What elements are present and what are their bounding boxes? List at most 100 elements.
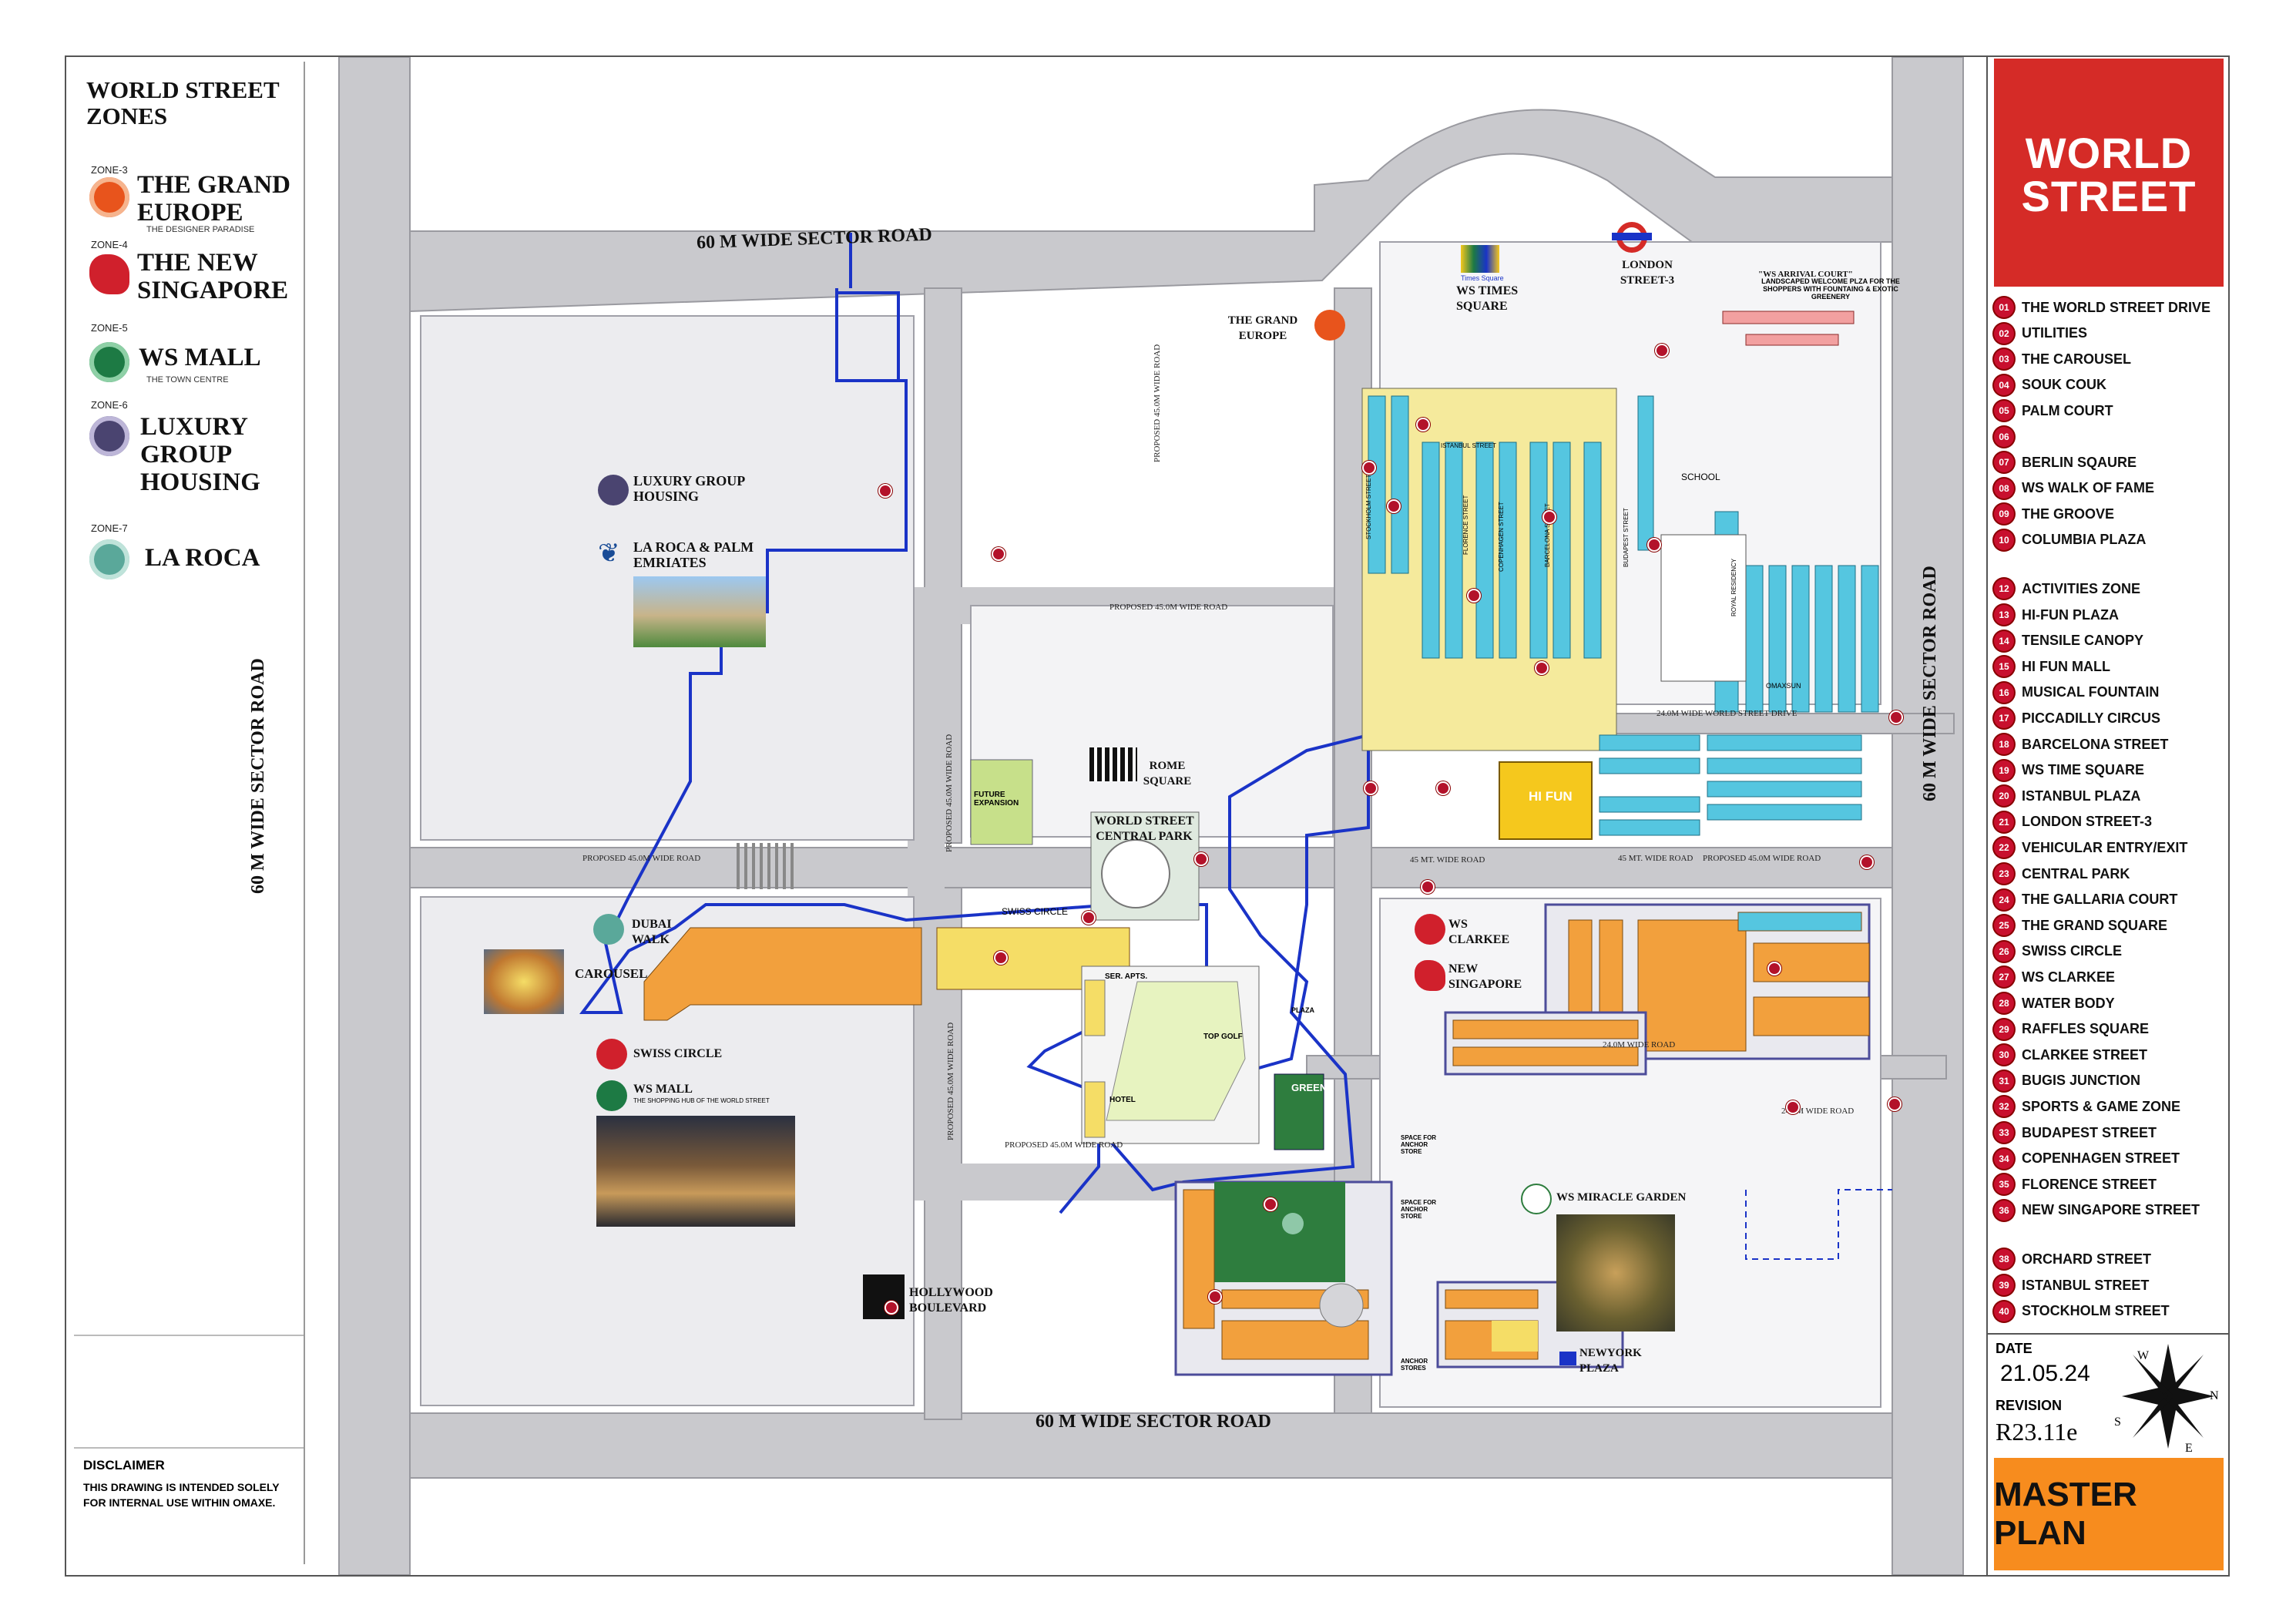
- legend-label: MUSICAL FOUNTAIN: [2022, 684, 2160, 700]
- times-square-icon: [1461, 245, 1499, 273]
- legend-item: 16 MUSICAL FOUNTAIN: [1994, 681, 2159, 704]
- legend-number-badge: 36: [1994, 1200, 2014, 1221]
- legend-number-badge: 10: [1994, 529, 2014, 550]
- legend-item: 21 LONDON STREET-3: [1994, 811, 2152, 834]
- legend-number-badge: 05: [1994, 401, 2014, 421]
- legend-label: WS CLARKEE: [2022, 969, 2115, 985]
- stockholm-street-label: STOCKHOLM STREET: [1365, 474, 1372, 539]
- legend-label: PICCADILLY CIRCUS: [2022, 710, 2161, 726]
- zone-3-sub: THE DESIGNER PARADISE: [146, 225, 255, 234]
- map-pin: [1657, 345, 1667, 356]
- road-label-8: 45 MT. WIDE ROAD: [1618, 854, 1693, 863]
- south-road-label: 60 M WIDE SECTOR ROAD: [1036, 1412, 1271, 1432]
- istanbul-street-label: ISTANBUL STREET: [1441, 442, 1497, 449]
- world-street-logo: WORLD STREET: [1994, 59, 2224, 287]
- compass-w: W: [2137, 1349, 2150, 1362]
- ws-mall-icon: [89, 342, 129, 382]
- map-pin: [1787, 1102, 1798, 1113]
- legend-label: WS WALK OF FAME: [2022, 480, 2154, 496]
- legend-label: SPORTS & GAME ZONE: [2022, 1098, 2181, 1114]
- zone-6-code: ZONE-6: [91, 399, 128, 411]
- east-road-label: 60 M WIDE SECTOR ROAD: [1920, 566, 1940, 801]
- anchor-stores-label: ANCHOR STORES: [1401, 1358, 1428, 1372]
- ws-mall-map-icon: [596, 1080, 627, 1111]
- road-label-12: 24.0M WIDE ROAD: [1603, 1040, 1676, 1049]
- map-pin: [1769, 963, 1780, 974]
- hi-fun-label: HI FUN: [1529, 789, 1573, 804]
- underground-bar-icon: [1612, 233, 1652, 240]
- legend-item: 05 PALM COURT: [1994, 399, 2113, 422]
- zones-title: WORLD STREET ZONES: [86, 76, 280, 129]
- legend-number-badge: 40: [1994, 1301, 2014, 1321]
- zone-3-name: THE GRAND EUROPE: [137, 171, 290, 227]
- ws-clarkee-label: WS CLARKEE: [1448, 918, 1510, 946]
- legend-number-badge: 01: [1994, 297, 2014, 317]
- colosseum-icon: [1089, 747, 1137, 781]
- map-pin: [1469, 590, 1479, 601]
- road-label-11: 24.0M WIDE ROAD: [1781, 1107, 1855, 1116]
- map-pin: [1649, 539, 1660, 550]
- legend-label: PALM COURT: [2022, 402, 2113, 418]
- ser-apts-label: SER. APTS.: [1105, 972, 1148, 981]
- times-square-label: WS TIMES SQUARE: [1456, 284, 1519, 313]
- legend-number-badge: 30: [1994, 1045, 2014, 1066]
- legend-number-badge: 29: [1994, 1019, 2014, 1039]
- site-map: [305, 57, 1985, 1575]
- new-singapore-mall: [1444, 903, 1871, 1076]
- legend-number-badge: 20: [1994, 786, 2014, 807]
- ws-mall-sub: THE SHOPPING HUB OF THE WORLD STREET: [633, 1097, 770, 1104]
- legend-number-badge: 24: [1994, 889, 2014, 910]
- newyork-icon: [1559, 1352, 1576, 1365]
- map-pin: [1083, 912, 1094, 923]
- disclaimer-text: THIS DRAWING IS INTENDED SOLELY FOR INTE…: [83, 1481, 280, 1509]
- compass-s: S: [2114, 1415, 2121, 1429]
- map-pin: [886, 1302, 897, 1313]
- legend-number-badge: 39: [1994, 1275, 2014, 1295]
- la-roca-icon: [89, 539, 129, 579]
- legend-number-badge: 28: [1994, 993, 2014, 1013]
- budapest-street-label: BUDAPEST STREET: [1623, 508, 1630, 567]
- logo-line-2: STREET: [2021, 172, 2197, 220]
- green-block: [1274, 1073, 1324, 1150]
- central-park-label: WORLD STREET CENTRAL PARK: [1094, 814, 1194, 843]
- legend-number-badge: 21: [1994, 811, 2014, 832]
- palm-icon: ❦: [598, 539, 620, 568]
- map-pin: [1365, 783, 1376, 794]
- legend-number-badge: 16: [1994, 682, 2014, 703]
- legend-label: LONDON STREET-3: [2022, 814, 2153, 830]
- road-label-7: 45 MT. WIDE ROAD: [1410, 855, 1485, 865]
- legend-label: THE GRAND SQUARE: [2022, 917, 2168, 933]
- legend-label: RAFFLES SQUARE: [2022, 1021, 2150, 1037]
- legend-number-badge: 03: [1994, 349, 2014, 370]
- legend-label: BUGIS JUNCTION: [2022, 1073, 2141, 1089]
- legend-number-badge: 07: [1994, 452, 2014, 472]
- green-label: GREEN: [1291, 1082, 1328, 1093]
- legend-label: SWISS CIRCLE: [2022, 943, 2123, 959]
- future-expansion-block: [970, 759, 1033, 845]
- carousel-photo: [484, 949, 564, 1014]
- legend-number-badge: 08: [1994, 478, 2014, 499]
- anchor-store-label: SPACE FOR ANCHOR STORE: [1401, 1134, 1437, 1155]
- legend-label: CLARKEE STREET: [2022, 1046, 2148, 1063]
- swiss-circle-label: SWISS CIRCLE: [633, 1047, 723, 1060]
- hollywood-icon: [863, 1274, 905, 1319]
- legend-label: FLORENCE STREET: [2022, 1176, 2157, 1192]
- legend-number-badge: 25: [1994, 915, 2014, 936]
- legend-number-badge: 32: [1994, 1096, 2014, 1117]
- road-label-10: 24.0M WIDE WORLD STREET DRIVE: [1657, 709, 1798, 718]
- disclaimer-title: DISCLAIMER: [83, 1458, 165, 1473]
- royal-residency-label: ROYAL RESIDENCY: [1730, 558, 1737, 616]
- legend-label: BARCELONA STREET: [2022, 736, 2169, 752]
